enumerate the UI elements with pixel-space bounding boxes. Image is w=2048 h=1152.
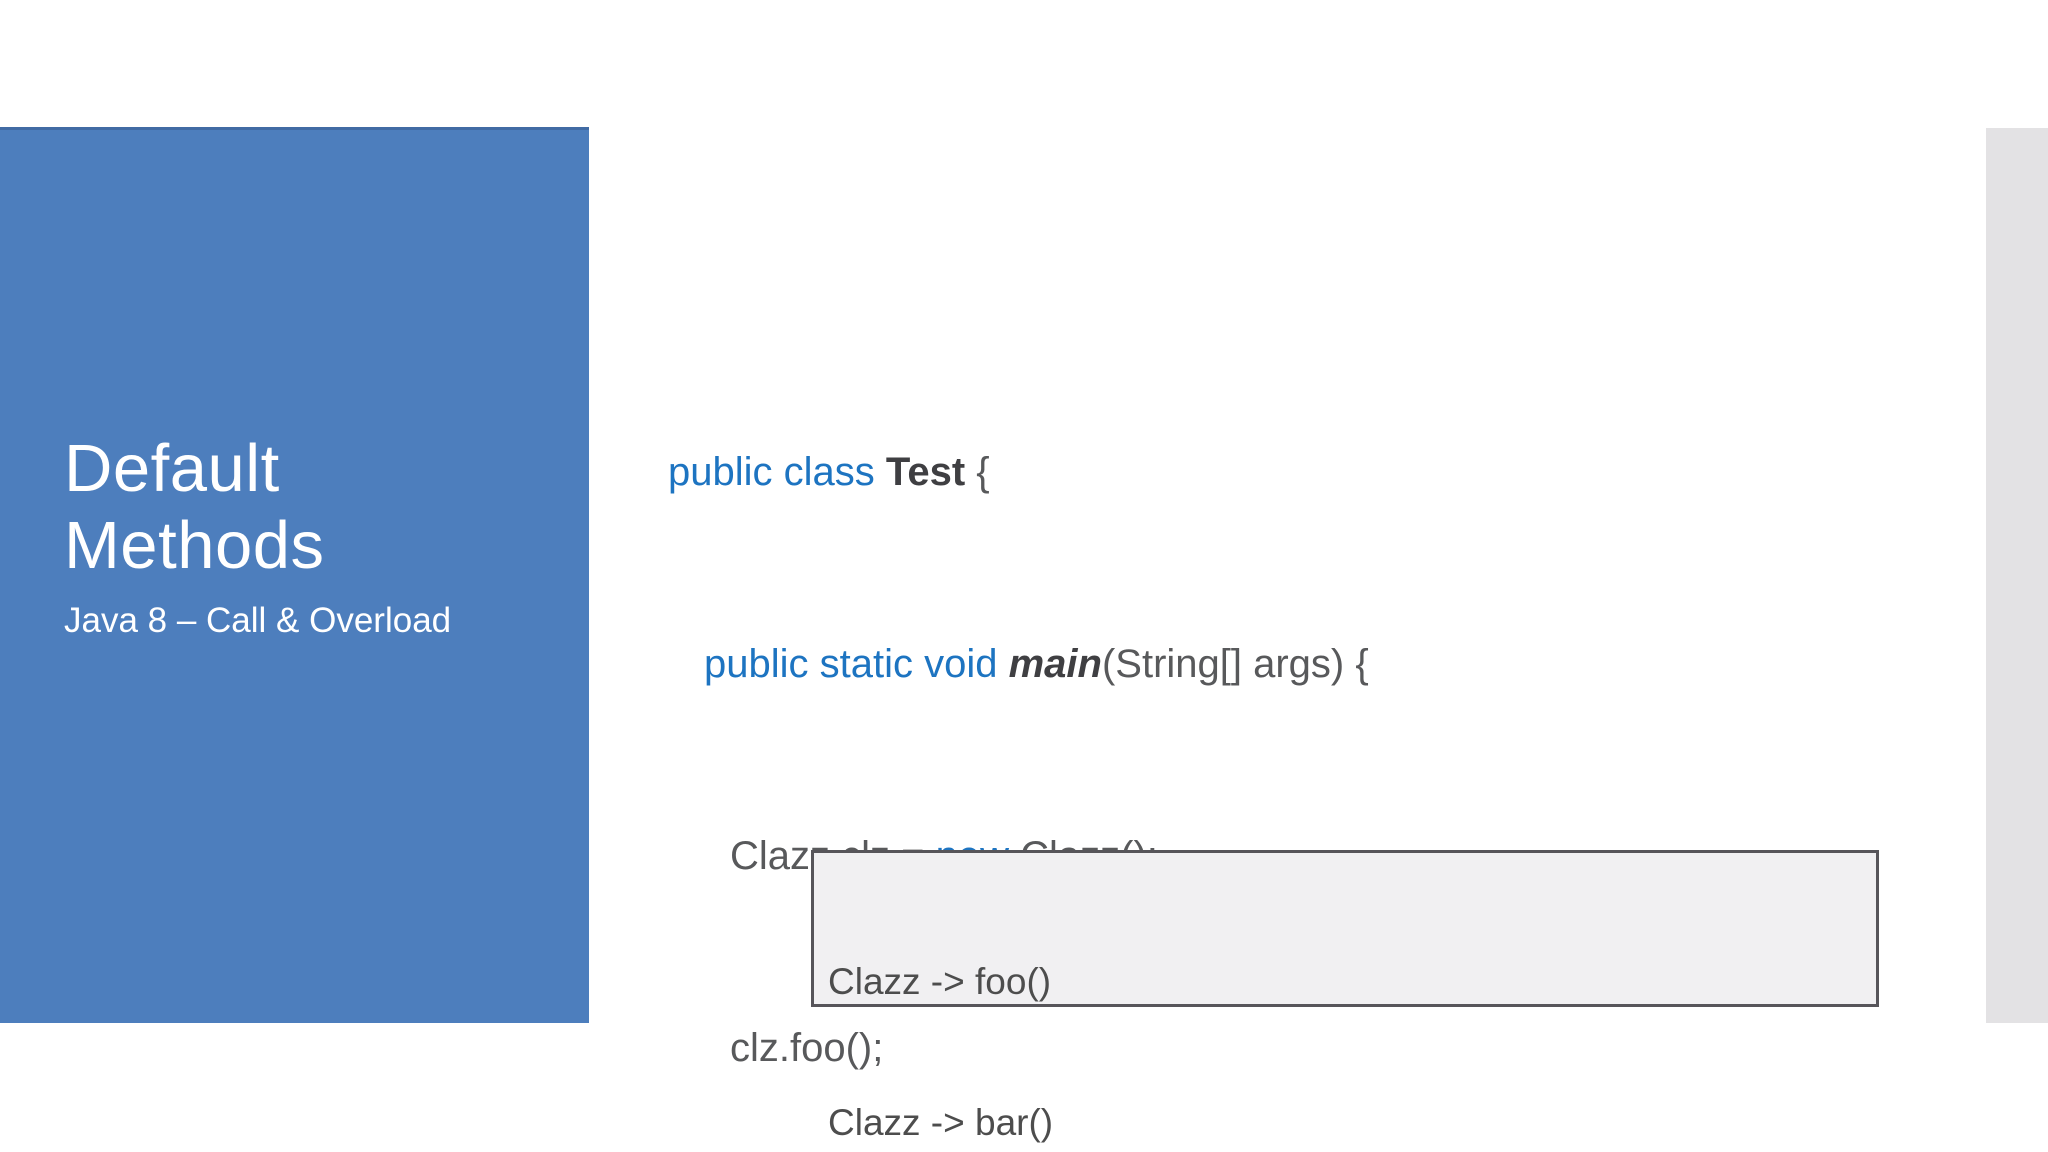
output-line-2: Clazz -> bar() <box>828 1102 1054 1143</box>
code-text: clz.foo(); <box>730 1026 884 1070</box>
title-line-1: Default <box>64 431 280 506</box>
next-slide-edge <box>1986 128 2048 1023</box>
code-class-name: Test <box>885 450 966 494</box>
output-box: Clazz -> foo() Clazz -> bar() Itf -> baz… <box>811 850 1879 1143</box>
code-keyword: public static void <box>704 642 1009 686</box>
code-method-name: main <box>1008 642 1102 686</box>
code-text: (String[] args) { <box>1101 642 1369 686</box>
slide-subtitle: Java 8 – Call & Overload <box>64 601 452 640</box>
title-line-2: Methods <box>64 508 325 583</box>
code-keyword: public class <box>668 450 886 494</box>
code-line-1: public class Test { <box>668 440 1369 504</box>
code-text: { <box>965 450 990 494</box>
code-line-4: clz.foo(); <box>730 1016 1369 1080</box>
output-line-1: Clazz -> foo() <box>828 961 1052 1002</box>
code-line-2: public static void main(String[] args) { <box>704 632 1369 696</box>
